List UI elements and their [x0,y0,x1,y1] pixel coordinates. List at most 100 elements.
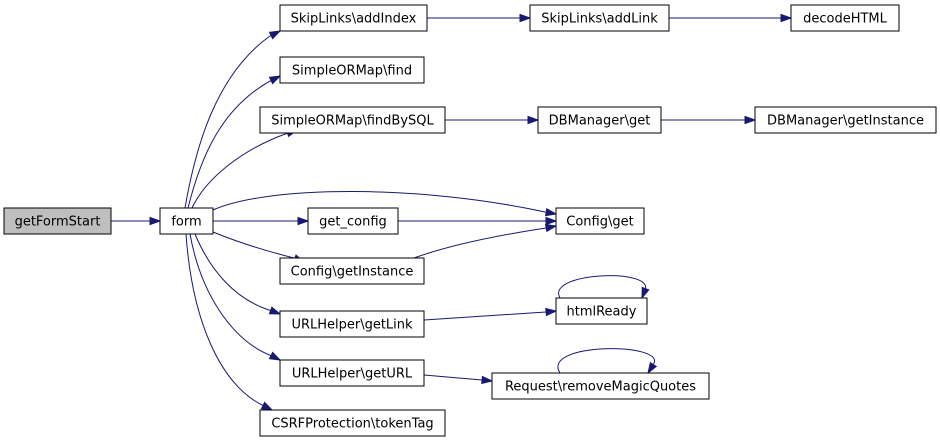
edge-line [558,275,646,299]
arrowhead [268,306,282,315]
edge-form-to-simpleormap_find [187,75,282,209]
node-skiplinks-addindex[interactable]: SkipLinks\addIndex [279,4,428,32]
edge-line [212,191,557,215]
edge-line [194,233,281,315]
node-skiplinks-addlink[interactable]: SkipLinks\addLink [529,4,670,32]
call-nodes: getFormStart form SkipLinks\addIndex SkipLi… [3,4,937,437]
edge-urlhelper_geturl-to-request_removemagicquotes [423,374,494,385]
edge-form-to-csrfprotection_tokentag [185,233,274,411]
node-dbmanager-get[interactable]: DBManager\get [537,106,662,134]
edge-line [423,310,557,321]
edge-form-to-simpleormap_findbysql [191,129,299,209]
edge-line [184,30,281,209]
edge-getFormStart-to-form [111,216,162,226]
node-config-get[interactable]: Config\get [555,207,645,235]
node-label: get_config [319,215,387,230]
edge-urlhelper_getlink-to-htmlready [423,307,558,321]
edge-form-to-config_get [212,191,558,217]
node-config-getinstance[interactable]: Config\getInstance [279,257,425,285]
edge-request_removemagicquotes-to-request_removemagicquotes [557,348,658,375]
edge-form-to-urlhelper_geturl [189,233,282,361]
node-box [754,106,937,134]
edge-line [191,129,298,209]
edge-form-to-get_config [213,216,310,226]
node-box [555,297,648,325]
edge-line [185,233,273,411]
node-box [279,4,428,32]
arrowhead [260,401,274,411]
arrowhead [544,207,558,217]
node-box [555,207,645,235]
node-box [790,4,900,32]
arrowhead [268,30,282,40]
node-box [159,207,214,235]
node-box [259,409,446,437]
arrowhead [149,216,162,226]
arrowhead [744,115,757,125]
node-label: URLHelper\getURL [292,367,413,382]
edge-dbmanager_get-to-dbmanager_getinstance [661,115,757,125]
node-box [279,359,425,387]
node-htmlready[interactable]: htmlReady [555,297,648,325]
node-label: SkipLinks\addLink [541,12,658,27]
arrowhead [544,223,558,233]
node-label: DBManager\get [549,114,651,129]
node-label: Request\removeMagicQuotes [505,380,696,395]
arrowhead [545,216,558,226]
node-box [259,106,446,134]
node-label: SkipLinks\addIndex [291,12,417,27]
edge-line [557,348,656,374]
arrowhead [297,216,310,226]
node-label: SimpleORMap\findBySQL [271,114,434,129]
node-get-config[interactable]: get_config [307,207,399,235]
arrowhead [268,351,282,361]
edge-line [189,233,281,361]
arrowhead [519,13,532,23]
node-label: DBManager\getInstance [767,114,924,129]
node-label: htmlReady [567,305,637,320]
edge-form-to-skiplinks_addindex [184,30,282,209]
edge-form-to-urlhelper_getlink [194,233,282,315]
node-box [491,372,710,400]
node-simpleormap-find[interactable]: SimpleORMap\find [279,56,425,84]
node-urlhelper-geturl[interactable]: URLHelper\getURL [279,359,425,387]
node-simpleormap-findbysql[interactable]: SimpleORMap\findBySQL [259,106,446,134]
arrowhead [641,286,650,300]
node-box [307,207,399,235]
node-box [537,106,662,134]
edge-skiplinks_addlink-to-decodehtml [669,13,793,23]
node-box [529,4,670,32]
node-label: getFormStart [15,215,101,230]
edge-config_getinstance-to-config_get [413,223,558,259]
node-request-removemagicquotes[interactable]: Request\removeMagicQuotes [491,372,710,400]
node-dbmanager-getinstance[interactable]: DBManager\getInstance [754,106,937,134]
node-getFormStart[interactable]: getFormStart [3,207,112,235]
arrowhead [780,13,793,23]
arrowhead [481,375,494,385]
node-box [279,310,425,338]
node-box [3,207,112,235]
node-label: CSRFProtection\tokenTag [271,417,433,432]
node-label: URLHelper\getLink [291,318,413,333]
node-box [279,56,425,84]
node-label: SimpleORMap\find [292,64,412,79]
edge-skiplinks_addindex-to-skiplinks_addlink [427,13,532,23]
edge-htmlready-to-htmlready [558,275,650,300]
arrowhead [647,361,658,375]
edge-simpleormap_findbysql-to-dbmanager_get [445,115,540,125]
arrowhead [268,75,282,85]
edge-line [413,225,557,259]
arrowhead [545,307,558,317]
edge-line [187,75,281,209]
node-label: decodeHTML [803,12,888,27]
node-label: form [171,215,201,230]
node-box [279,257,425,285]
node-form[interactable]: form [159,207,214,235]
node-urlhelper-getlink[interactable]: URLHelper\getLink [279,310,425,338]
node-label: Config\getInstance [291,265,414,280]
edge-get_config-to-config_get [398,216,558,226]
node-csrfprotection-tokentag[interactable]: CSRFProtection\tokenTag [259,409,446,437]
node-label: Config\get [566,215,633,230]
node-decodehtml[interactable]: decodeHTML [790,4,900,32]
